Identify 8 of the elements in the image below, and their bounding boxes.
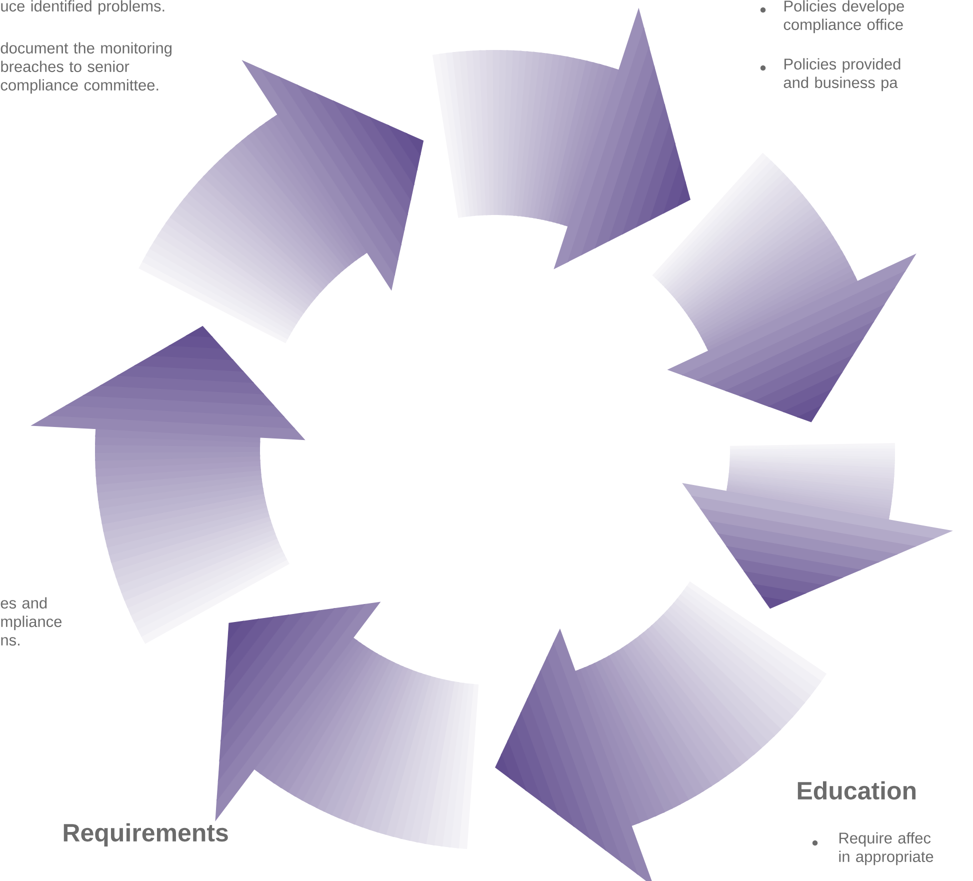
bullet-text: Policies develope compliance office [784, 0, 904, 34]
bullet-text: uce identified problems. [1, 0, 164, 15]
bullet-text: Require affec in appropriate [839, 832, 934, 866]
heading: Requirements [64, 823, 228, 846]
bullet-text: document the monitoring breaches to senior compliance committee. [0, 42, 172, 94]
bullet-text: Policies provided and business pa [784, 58, 900, 92]
heading: Education [798, 781, 916, 800]
bullet-text: es and mpliance ns. [0, 597, 62, 646]
